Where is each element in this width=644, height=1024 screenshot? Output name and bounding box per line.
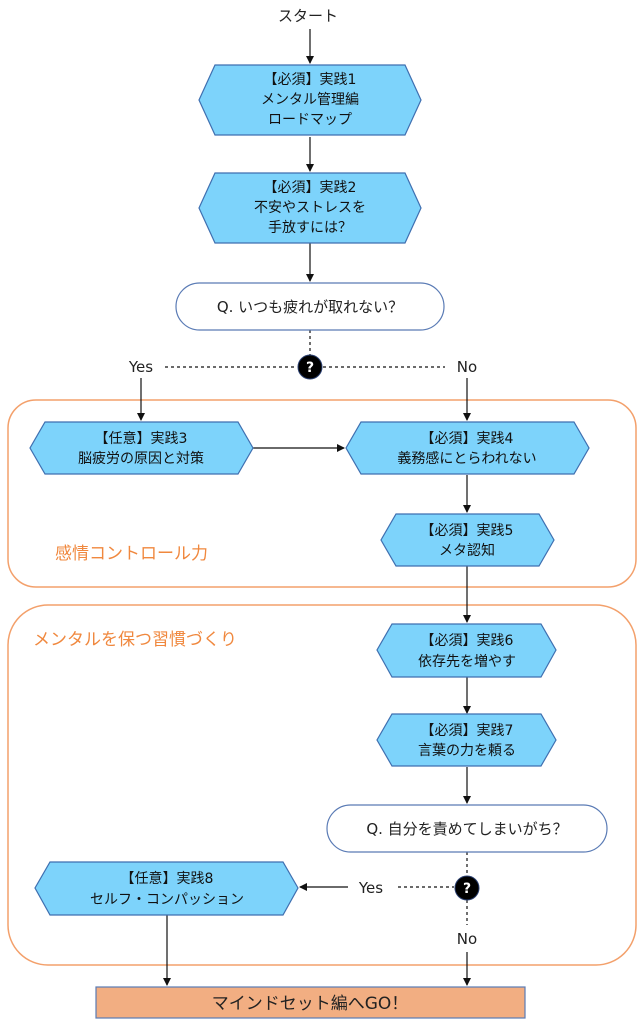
start-label: スタート [278, 7, 338, 25]
step-4: 【必須】実践4 義務感にとらわれない [345, 421, 590, 475]
branch-no-2: No [457, 930, 477, 948]
branch-no-1: No [457, 358, 477, 376]
question-1-text: Q. いつも疲れが取れない？ [217, 298, 403, 316]
step-1-line-2: メンタル管理編 [261, 92, 359, 108]
goal-text: マインドセット編へGO！ [212, 994, 409, 1014]
step-6: 【必須】実践6 依存先を増やす [376, 623, 557, 678]
step-8-line-1: 【任意】実践8 [121, 870, 214, 887]
group-mental-habits [7, 604, 637, 966]
decision-2-symbol: ? [463, 881, 471, 897]
step-7: 【必須】実践7 言葉の力を頼る [376, 713, 557, 767]
connectors [137, 29, 471, 986]
step-5: 【必須】実践5 メタ認知 [380, 513, 555, 567]
step-2: 【必須】実践2 不安やストレスを 手放すには？ [198, 172, 422, 244]
group-emotion-control [7, 399, 637, 588]
decision-2: ? [454, 875, 480, 901]
step-5-line-2: メタ認知 [439, 542, 495, 559]
step-2-line-1: 【必須】実践2 [264, 180, 357, 196]
step-3-line-1: 【任意】実践3 [95, 430, 188, 447]
step-4-line-1: 【必須】実践4 [421, 431, 514, 447]
step-6-line-2: 依存先を増やす [418, 654, 516, 670]
step-1: 【必須】実践1 メンタル管理編 ロードマップ [198, 64, 422, 136]
question-2-text: Q. 自分を責めてしまいがち？ [366, 820, 567, 838]
goal-box: マインドセット編へGO！ [95, 986, 526, 1019]
step-7-line-1: 【必須】実践7 [421, 723, 514, 739]
step-3-line-2: 脳疲労の原因と対策 [78, 450, 204, 467]
question-1: Q. いつも疲れが取れない？ [175, 282, 445, 331]
step-5-line-1: 【必須】実践5 [421, 523, 514, 539]
step-8-line-2: セルフ・コンパッション [90, 892, 244, 908]
branch-yes-2: Yes [358, 879, 383, 897]
group-label-emotion-control: 感情コントロール力 [55, 544, 208, 564]
step-6-line-1: 【必須】実践6 [421, 633, 514, 649]
decision-1: ? [297, 354, 323, 380]
branch-yes-1: Yes [128, 358, 153, 376]
step-7-line-2: 言葉の力を頼る [418, 743, 516, 759]
group-label-mental-habits: メンタルを保つ習慣づくり [33, 630, 237, 650]
step-3: 【任意】実践3 脳疲労の原因と対策 [29, 421, 254, 475]
question-2: Q. 自分を責めてしまいがち？ [326, 804, 608, 853]
step-4-line-2: 義務感にとらわれない [397, 450, 536, 467]
step-1-line-1: 【必須】実践1 [264, 72, 357, 88]
step-2-line-3: 手放すには？ [268, 220, 352, 236]
decision-1-symbol: ? [306, 360, 314, 376]
step-8: 【任意】実践8 セルフ・コンパッション [34, 861, 299, 916]
step-2-line-2: 不安やストレスを [254, 200, 366, 216]
step-1-line-3: ロードマップ [268, 112, 352, 128]
